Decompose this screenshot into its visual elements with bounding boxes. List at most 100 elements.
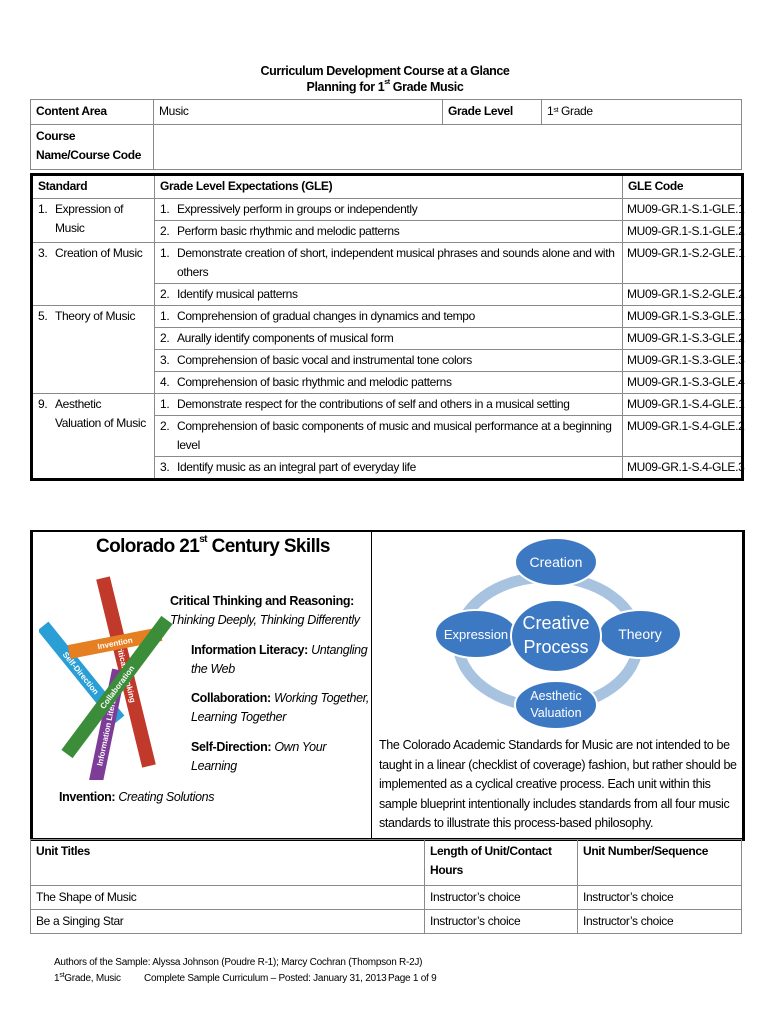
standards-table: Standard Grade Level Expectations (GLE) … bbox=[30, 173, 745, 481]
standard-number: 1. bbox=[38, 202, 48, 216]
gle-row: 2. Perform basic rhythmic and melodic pat… bbox=[32, 220, 745, 243]
creative-process-note: The Colorado Academic Standards for Musi… bbox=[379, 738, 737, 830]
standard-header: Standard bbox=[31, 174, 155, 199]
star-label-self: Self-Direction bbox=[61, 650, 101, 696]
gle-code: MU09-GR.1-S.3-GLE.2 bbox=[622, 327, 745, 350]
standard-cell: 3.Creation of Music bbox=[31, 242, 155, 306]
unit-titles-header: Unit Titles bbox=[30, 839, 425, 886]
gle-code: MU09-GR.1-S.3-GLE.3 bbox=[622, 349, 745, 372]
gle-text-cell: 2.Identify musical patterns bbox=[154, 283, 623, 306]
course-info-table: Content Area Music Grade Level 1st Grade… bbox=[30, 99, 742, 170]
gle-text: Comprehension of basic rhythmic and melo… bbox=[177, 375, 452, 389]
page-subtitle: Planning for 1st Grade Music bbox=[306, 79, 464, 94]
gle-row: 9. Aesthetic Valuation of Music 1.Demonstr… bbox=[31, 393, 745, 480]
grade-level-value: 1st Grade bbox=[541, 99, 742, 125]
star-arm-collab bbox=[61, 615, 173, 759]
gle-number: 2. bbox=[160, 287, 170, 301]
unit-sequence-cell: Instructor’s choice bbox=[577, 885, 742, 910]
skill-self-direction: Self-Direction: Own Your Learning bbox=[191, 740, 327, 773]
gle-text: Perform basic rhythmic and melodic patte… bbox=[177, 224, 400, 238]
gle-text-cell: 2.Aurally identify components of musical… bbox=[154, 327, 623, 350]
gle-code: MU09-GR.1-S.4-GLE.1 bbox=[622, 393, 745, 416]
gle-number: 2. bbox=[160, 419, 170, 433]
gle-text: Demonstrate respect for the contribution… bbox=[177, 397, 570, 411]
creative-process-panel: Creation Expression Theory Aesthetic Val… bbox=[372, 532, 742, 838]
standard-cell: 1. Expression of Music bbox=[31, 198, 155, 243]
gle-text-cell: 1.Comprehension of gradual changes in dy… bbox=[154, 305, 623, 328]
skill-critical-thinking: Critical Thinking and Reasoning:Thinking… bbox=[170, 594, 360, 627]
gle-code: MU09-GR.1-S.3-GLE.1 bbox=[622, 305, 745, 328]
gle-text-cell: 1.Demonstrate respect for the contributi… bbox=[154, 393, 623, 416]
cycle-label-valuation: Valuation bbox=[530, 706, 581, 720]
footer-page-number: Page 1 of 9 bbox=[388, 973, 437, 984]
standard-number: 9. bbox=[38, 397, 48, 411]
colorado-21st-century-skills: Colorado 21st Century Skills Critical Th… bbox=[33, 532, 372, 838]
unit-sequence-cell: Instructor’s choice bbox=[577, 909, 742, 934]
gle-number: 3. bbox=[160, 353, 170, 367]
content-area-label: Content Area bbox=[30, 99, 154, 125]
gle-text: Identify music as an integral part of ev… bbox=[177, 460, 416, 474]
gle-text-cell: 3. Identify music as an integral part of … bbox=[154, 456, 623, 480]
gle-number: 4. bbox=[160, 375, 170, 389]
course-name-value bbox=[153, 124, 742, 170]
cycle-center-line2: Process bbox=[523, 637, 588, 657]
content-area-value: Music bbox=[153, 99, 443, 125]
gle-text-cell: 2.Comprehension of basic components of m… bbox=[154, 415, 623, 457]
skill-information-literacy: Information Literacy: Untangling the Web bbox=[191, 643, 368, 676]
cycle-label-aesthetic: Aesthetic bbox=[530, 689, 581, 703]
unit-length-cell: Instructor’s choice bbox=[424, 885, 578, 910]
gle-number: 3. bbox=[160, 460, 170, 474]
standard-name: Expression of Music bbox=[55, 202, 124, 235]
gle-row: 4. Comprehension of basic rhythmic and me… bbox=[32, 371, 745, 394]
gle-number: 2. bbox=[160, 331, 170, 345]
units-header-row: Unit Titles Length of Unit/Contact Hours… bbox=[30, 839, 742, 886]
gle-text-cell: 1. Expressively perform in groups or inde… bbox=[154, 198, 623, 221]
gle-header: Grade Level Expectations (GLE) bbox=[154, 174, 623, 199]
skills-section: Colorado 21st Century Skills Critical Th… bbox=[30, 530, 745, 841]
gle-row: 1. Expression of Music 1. Expressively perf… bbox=[31, 198, 745, 243]
gle-code-header: GLE Code bbox=[622, 174, 743, 199]
standard-name: Theory of Music bbox=[55, 309, 136, 323]
gle-number: 2. bbox=[160, 224, 170, 238]
gle-text: Expressively perform in groups or indepe… bbox=[177, 202, 418, 216]
unit-title-cell: The Shape of Music bbox=[30, 885, 425, 910]
skills-title: Colorado 21st Century Skills bbox=[96, 534, 331, 557]
gle-text-cell: 2. Perform basic rhythmic and melodic pat… bbox=[154, 220, 623, 243]
gle-text-cell: 4. Comprehension of basic rhythmic and me… bbox=[154, 371, 623, 394]
unit-length-cell: Instructor’s choice bbox=[424, 909, 578, 934]
gle-text: Comprehension of basic vocal and instrum… bbox=[177, 353, 472, 367]
standard-cell: 9. Aesthetic Valuation of Music bbox=[31, 393, 155, 480]
units-table: Unit Titles Length of Unit/Contact Hours… bbox=[30, 839, 742, 934]
creative-process-diagram: Creation Expression Theory Aesthetic Val… bbox=[434, 537, 682, 730]
skill-invention: Invention: Creating Solutions bbox=[59, 790, 215, 804]
gle-code: MU09-GR.1-S.2-GLE.1 bbox=[622, 242, 745, 284]
cycle-node-aesthetic bbox=[514, 680, 598, 730]
cycle-node-creation bbox=[514, 537, 598, 587]
standard-name: Aesthetic Valuation of Music bbox=[55, 397, 146, 430]
standard-name: Creation of Music bbox=[55, 246, 143, 260]
gle-text-cell: 1.Demonstrate creation of short, indepen… bbox=[154, 242, 623, 284]
gle-number: 1. bbox=[160, 202, 170, 216]
cycle-center bbox=[510, 599, 602, 673]
gle-text: Comprehension of gradual changes in dyna… bbox=[177, 309, 475, 323]
gle-number: 1. bbox=[160, 246, 170, 260]
grade-level-label: Grade Level bbox=[442, 99, 542, 125]
gle-row: 3. Comprehension of basic vocal and instr… bbox=[32, 349, 745, 372]
standard-cell: 5.Theory of Music bbox=[31, 305, 155, 394]
unit-length-header: Length of Unit/Contact Hours bbox=[424, 839, 578, 886]
gle-row: 2.Comprehension of basic components of m… bbox=[32, 415, 745, 457]
unit-sequence-header: Unit Number/Sequence bbox=[577, 839, 742, 886]
standards-header-row: Standard Grade Level Expectations (GLE) … bbox=[31, 174, 743, 199]
gle-code: MU09-GR.1-S.1-GLE.2 bbox=[622, 220, 745, 243]
footer-authors: Authors of the Sample: Alyssa Johnson (P… bbox=[54, 957, 423, 968]
gle-code: MU09-GR.1-S.3-GLE.4 bbox=[622, 371, 745, 394]
footer-grade: 1st Grade, Music bbox=[54, 972, 121, 984]
gle-code: MU09-GR.1-S.2-GLE.2 bbox=[622, 283, 745, 306]
cycle-label-creation: Creation bbox=[530, 554, 583, 570]
skills-star-graphic: Critical ThinkingSelf-DirectionInvention… bbox=[39, 576, 173, 780]
footer-curriculum: Complete Sample Curriculum – Posted: Jan… bbox=[144, 973, 387, 984]
gle-text-cell: 3. Comprehension of basic vocal and instr… bbox=[154, 349, 623, 372]
